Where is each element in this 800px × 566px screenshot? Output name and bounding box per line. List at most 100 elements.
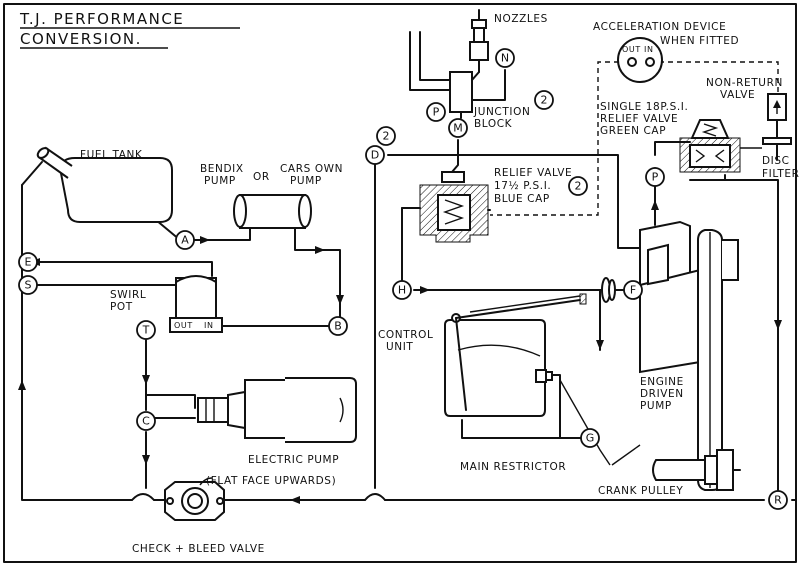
acceleration-device (617, 37, 663, 83)
svg-text:G: G (586, 432, 595, 445)
fuel-tank-label: FUEL TANK (80, 149, 143, 161)
control-unit-label-2: UNIT (386, 341, 413, 353)
svg-text:F: F (630, 284, 636, 297)
node-F: F (623, 280, 643, 300)
svg-text:C: C (142, 415, 150, 428)
relief-valve-green (679, 119, 741, 173)
pump-pulley (601, 277, 616, 303)
relief-valve-label-2: 17½ P.S.I. (494, 180, 551, 192)
svg-text:M: M (453, 122, 463, 135)
svg-text:2: 2 (383, 130, 390, 143)
node-T: T (136, 320, 156, 340)
node-B: B (328, 316, 348, 336)
accel-in-label: IN (644, 45, 654, 54)
node-P-engine: P (645, 167, 665, 187)
junction-label-1: JUNCTION (473, 106, 530, 118)
electric-pump (197, 377, 357, 443)
node-G: G (580, 428, 600, 448)
engine-pump-label-2: DRIVEN (640, 388, 684, 400)
node-N: N (495, 48, 515, 68)
swirl-in-label: IN (204, 321, 214, 330)
engine-pump-label-3: PUMP (640, 400, 672, 412)
bendix-pump (233, 194, 312, 229)
cars-own-label-2: PUMP (290, 175, 322, 187)
disc-filter-label-2: FILTER (762, 168, 799, 180)
non-return-label-1: NON-RETURN (706, 77, 783, 89)
crossover-bridge (364, 493, 386, 501)
crank-pulley-label: CRANK PULLEY (598, 485, 683, 497)
svg-text:T: T (142, 324, 150, 337)
disc-filter-label-1: DISC (762, 155, 790, 167)
svg-text:P: P (652, 171, 659, 184)
relief-valve-blue (401, 171, 491, 243)
bendix-label-1: BENDIX (200, 163, 244, 175)
title-block: T.J. PERFORMANCE CONVERSION. (19, 10, 240, 49)
title-line-2: CONVERSION. (20, 30, 142, 48)
swirl-out-label: OUT (174, 321, 193, 330)
non-return-valve (767, 93, 787, 139)
fuel-tank (36, 146, 173, 223)
non-return-label-2: VALVE (720, 89, 755, 101)
node-M: M (448, 118, 468, 138)
node-S: S (18, 275, 38, 295)
svg-text:2: 2 (575, 180, 582, 193)
swirl-pot-label-2: POT (110, 301, 133, 313)
diagram-border (3, 3, 797, 563)
check-bleed-label: CHECK + BLEED VALVE (132, 543, 265, 555)
svg-text:R: R (774, 494, 782, 507)
electric-pump-label: ELECTRIC PUMP (248, 454, 339, 466)
nozzles-label: NOZZLES (494, 13, 548, 25)
control-unit-label-1: CONTROL (378, 329, 433, 341)
single-relief-label-1: SINGLE 18P.S.I. (600, 101, 688, 113)
node-H: H (392, 280, 412, 300)
node-2-relief: 2 (568, 176, 588, 196)
node-R: R (768, 490, 788, 510)
bendix-label-2: PUMP (204, 175, 236, 187)
cars-own-label-1: CARS OWN (280, 163, 343, 175)
svg-text:B: B (334, 320, 342, 333)
acceleration-label-2: WHEN FITTED (660, 35, 739, 47)
relief-valve-label-3: BLUE CAP (494, 193, 550, 205)
single-relief-label-2: RELIEF VALVE (600, 113, 678, 125)
node-A: A (175, 230, 195, 250)
title-line-1: T.J. PERFORMANCE (19, 10, 184, 28)
node-2-d: 2 (376, 126, 396, 146)
engine-pump-label-1: ENGINE (640, 376, 684, 388)
or-label: OR (253, 171, 270, 183)
accel-out-label: OUT (622, 45, 641, 54)
junction-label-2: BLOCK (474, 118, 513, 130)
node-P-junction: P (426, 102, 446, 122)
crossover-bridge (131, 493, 155, 501)
acceleration-line (490, 61, 779, 216)
relief-valve-label-1: RELIEF VALVE (494, 167, 572, 179)
svg-text:2: 2 (541, 94, 548, 107)
single-relief-label-3: GREEN CAP (600, 125, 666, 137)
main-restrictor-leaders (559, 379, 641, 466)
svg-text:E: E (25, 256, 32, 269)
nozzles (469, 9, 489, 73)
node-E: E (18, 252, 38, 272)
svg-text:D: D (371, 149, 379, 162)
acceleration-label-1: ACCELERATION DEVICE (593, 21, 726, 33)
control-unit (444, 293, 587, 417)
swirl-pot-label-1: SWIRL (110, 289, 146, 301)
main-restrictor-label: MAIN RESTRICTOR (460, 461, 566, 473)
pipework (21, 31, 796, 501)
svg-text:S: S (25, 279, 32, 292)
svg-text:A: A (181, 234, 189, 247)
svg-text:H: H (398, 284, 406, 297)
check-bleed-valve (164, 477, 225, 521)
flat-face-label: (FLAT FACE UPWARDS) (206, 475, 336, 487)
crank-pulley (652, 449, 741, 491)
junction-block (449, 71, 480, 119)
disc-filter (740, 137, 792, 161)
svg-text:N: N (501, 52, 509, 65)
node-C: C (136, 411, 156, 431)
svg-text:P: P (433, 106, 440, 119)
node-D: D (365, 145, 385, 165)
swirl-pot (169, 275, 223, 333)
node-2-junction: 2 (534, 90, 554, 110)
engine-driven-pump (639, 220, 739, 491)
